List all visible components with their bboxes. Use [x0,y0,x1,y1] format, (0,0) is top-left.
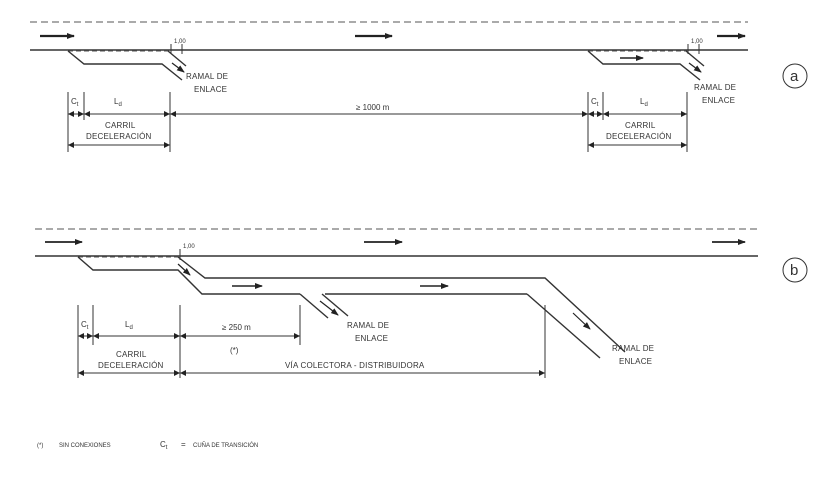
carril-label: DECELERACIÓN [98,361,164,370]
legend-equals: = [181,440,186,449]
ramp-arrow [319,300,339,316]
ramp-edge [685,50,705,67]
spacing-label: ≥ 1000 m [356,103,390,112]
carril-label: DECELERACIÓN [86,132,152,141]
carril-label: DECELERACIÓN [606,132,672,141]
ct-label: Ct [591,97,599,108]
legend-ct-symbol: Ct [160,440,168,451]
decel-lane [77,256,300,295]
ct-label: Ct [71,97,79,108]
diagram-tag-circle [782,257,808,283]
ramal-label-2b: ENLACE [619,357,652,366]
legend-note-mark: (*) [37,443,43,449]
diagram-a: 1,00 RAMAL DE ENLACE 1,00 RAMAL DE ENLAC… [30,21,808,152]
ramal-label-1b: ENLACE [194,85,227,94]
carril-label: CARRIL [105,121,136,130]
ramp-arrow [572,312,591,330]
legend: (*) SIN CONEXIONES Ct = CUÑA DE TRANSICI… [37,440,258,451]
carril-label: CARRIL [625,121,656,130]
decel-lane-2 [587,50,701,81]
ramp-arrow [177,263,191,276]
ld-label: Ld [114,97,122,108]
spacing-note: (*) [230,346,239,355]
ramal-label-2: RAMAL DE [612,344,654,353]
ramal-label-1b: ENLACE [355,334,388,343]
ld-label: Ld [125,320,133,331]
legend-ct-text: CUÑA DE TRANSICIÓN [193,442,258,449]
offset-label: 1,00 [691,39,703,45]
ct-label: Ct [81,320,89,331]
ramp-arrow [171,62,185,73]
collector-road-top [177,256,626,353]
ramal-label-1: RAMAL DE [347,321,389,330]
ramp-arrow [688,62,702,73]
offset-label: 1,00 [174,39,186,45]
collector-exit-edge [526,293,601,359]
legend-note-text: SIN CONEXIONES [59,443,111,449]
diagram-tag-circle [782,63,808,89]
spacing-label: ≥ 250 m [222,323,251,332]
ld-label: Ld [640,97,648,108]
ramp-edge [299,293,329,319]
decel-lane-1 [67,50,183,81]
ramp-edge [321,293,349,317]
collector-label: VÍA COLECTORA - DISTRIBUIDORA [285,361,425,370]
diagram-tag: a [790,68,799,85]
ramal-label-1: RAMAL DE [186,72,228,81]
ramal-label-2: RAMAL DE [694,83,736,92]
diagram-tag: b [790,262,798,279]
carril-label: CARRIL [116,350,147,359]
offset-label: 1,00 [183,244,195,250]
diagram-b: 1,00 RAMAL DE ENLACE RAMAL DE ENLACE b C… [35,228,808,378]
ramal-label-2b: ENLACE [702,96,735,105]
